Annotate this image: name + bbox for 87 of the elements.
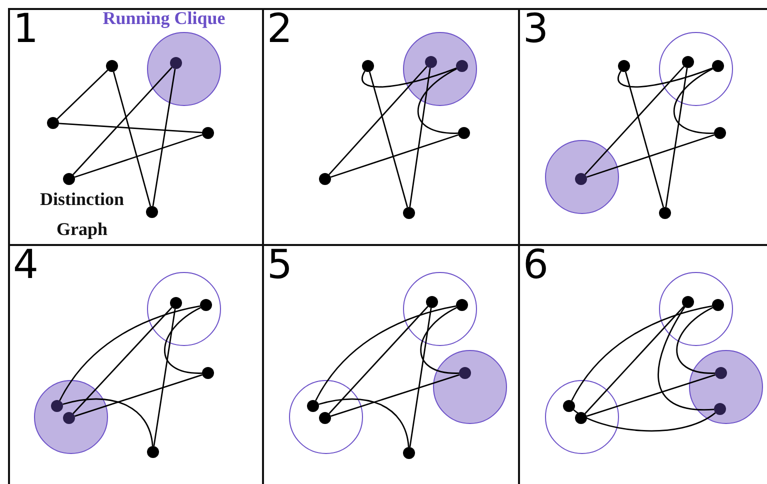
vertex-dot — [659, 207, 671, 219]
graph-edge — [153, 308, 176, 446]
panel-number: 6 — [523, 245, 548, 285]
panel-number: 5 — [267, 245, 292, 285]
vertex-dot — [147, 446, 159, 458]
vertex-dot — [456, 60, 468, 72]
clique-circle — [403, 272, 477, 346]
vertex-dot — [562, 400, 574, 412]
graph-edge — [573, 409, 716, 432]
vertex-dot — [170, 296, 182, 308]
panel-number: 4 — [13, 245, 38, 285]
graph-edge — [330, 374, 460, 417]
graph-edge — [112, 72, 152, 206]
graph-edge — [665, 68, 688, 208]
vertex-dot — [458, 127, 470, 139]
vertex-dot — [306, 400, 318, 412]
vertex-dot — [714, 402, 726, 414]
vertex-dot — [682, 296, 694, 308]
graph-edge — [56, 70, 108, 120]
graph-edge — [72, 306, 172, 414]
vertex-dot — [106, 60, 118, 72]
graph-edge — [618, 68, 713, 88]
graph-edge — [74, 374, 202, 417]
clique-circle — [545, 380, 619, 454]
graph-edge — [586, 374, 716, 417]
vertex-dot — [456, 298, 468, 310]
clique-circle — [659, 32, 733, 106]
graph-edge — [330, 134, 459, 178]
graph-edge — [420, 307, 460, 374]
vertex-dot — [200, 298, 212, 310]
graph-edge — [584, 66, 684, 176]
graph-edge — [658, 306, 714, 410]
graph-edge — [624, 72, 664, 208]
graph-edge — [58, 122, 202, 134]
graph-edge — [328, 66, 428, 176]
vertex-dot — [712, 298, 724, 310]
graph-edge — [59, 305, 200, 401]
graph-edge — [409, 308, 432, 448]
vertex-dot — [682, 56, 694, 68]
graph-label: Distinction Graph — [38, 188, 125, 241]
clique-label: Running Clique — [102, 7, 226, 30]
graph-edge — [586, 134, 715, 178]
vertex-dot — [714, 127, 726, 139]
vertex-dot — [424, 56, 436, 68]
panel-number: 1 — [13, 9, 38, 49]
panel-number: 3 — [523, 9, 548, 49]
graph-edge — [676, 307, 716, 374]
graph-edge — [72, 66, 172, 176]
vertex-dot — [202, 127, 214, 139]
vertex-dot — [574, 412, 586, 424]
vertex-dot — [202, 367, 214, 379]
vertex-dot — [403, 207, 415, 219]
graph-edge — [362, 68, 457, 88]
vertex-dot — [426, 296, 438, 308]
vertex-dot — [146, 206, 158, 218]
vertex-dot — [62, 412, 74, 424]
vertex-dot — [319, 173, 331, 185]
graph-edge — [409, 68, 431, 208]
vertex-dot — [712, 60, 724, 72]
graph-edge — [368, 72, 408, 208]
vertex-dot — [458, 366, 470, 378]
clique-circle — [659, 272, 733, 346]
graph-edge — [318, 398, 410, 448]
vertex-dot — [403, 447, 415, 459]
panel — [8, 8, 264, 246]
graph-edge — [62, 398, 154, 446]
vertex-dot — [714, 366, 726, 378]
graph-edge — [571, 305, 712, 401]
vertex-dot — [47, 117, 59, 129]
graph-edge — [164, 307, 202, 374]
graph-edge — [584, 306, 684, 414]
graph-edge — [74, 134, 203, 178]
panel-number: 2 — [267, 9, 292, 49]
graph-edge — [673, 68, 714, 134]
vertex-dot — [170, 56, 182, 68]
graph-edge — [315, 305, 456, 401]
vertex-dot — [618, 60, 630, 72]
vertex-dot — [63, 173, 75, 185]
clique-circle — [289, 380, 363, 454]
vertex-dot — [574, 172, 586, 184]
vertex-dot — [318, 412, 330, 424]
graph-edge — [417, 68, 458, 134]
clique-circle — [147, 272, 221, 346]
vertex-dot — [50, 400, 62, 412]
graph-edge — [328, 306, 428, 414]
vertex-dot — [362, 60, 374, 72]
graph-edge — [152, 68, 176, 206]
